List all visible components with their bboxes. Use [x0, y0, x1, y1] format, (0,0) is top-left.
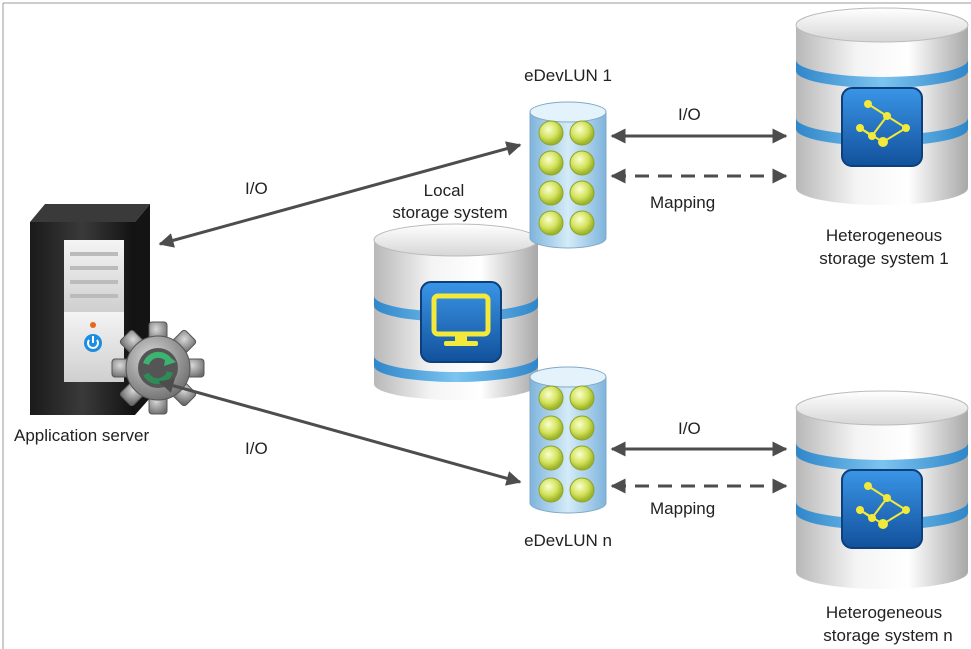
database-network-icon — [795, 7, 969, 205]
hetero-n-label-line2: storage system n — [823, 626, 953, 645]
lun-cylinder-icon — [529, 366, 607, 514]
lun-cylinder-icon — [529, 101, 607, 249]
io-arrow-server-lun1 — [158, 141, 522, 248]
local-storage-label-line2: storage system — [392, 203, 508, 222]
database-network-icon — [795, 390, 969, 589]
mapping-label-bottom: Mapping — [650, 499, 716, 518]
mapping-label-top: Mapping — [650, 193, 716, 212]
io-label-top-left: I/O — [245, 179, 268, 198]
gear-refresh-icon — [111, 321, 205, 415]
database-monitor-icon — [373, 223, 539, 400]
application-server-label: Application server — [14, 426, 150, 445]
hetero-n-label-line1: Heterogeneous — [825, 603, 943, 622]
local-storage-label-line1: Local — [423, 181, 465, 200]
io-arrow-server-lunn — [158, 378, 522, 486]
edevlun-1-label: eDevLUN 1 — [524, 66, 612, 85]
hetero-1-label-line2: storage system 1 — [819, 249, 949, 268]
io-label-top-right: I/O — [678, 105, 701, 124]
edevlun-n-label: eDevLUN n — [524, 531, 612, 550]
hetero-1-label-line1: Heterogeneous — [825, 226, 943, 245]
io-label-bottom-left: I/O — [245, 439, 268, 458]
io-label-bottom-right: I/O — [678, 419, 701, 438]
